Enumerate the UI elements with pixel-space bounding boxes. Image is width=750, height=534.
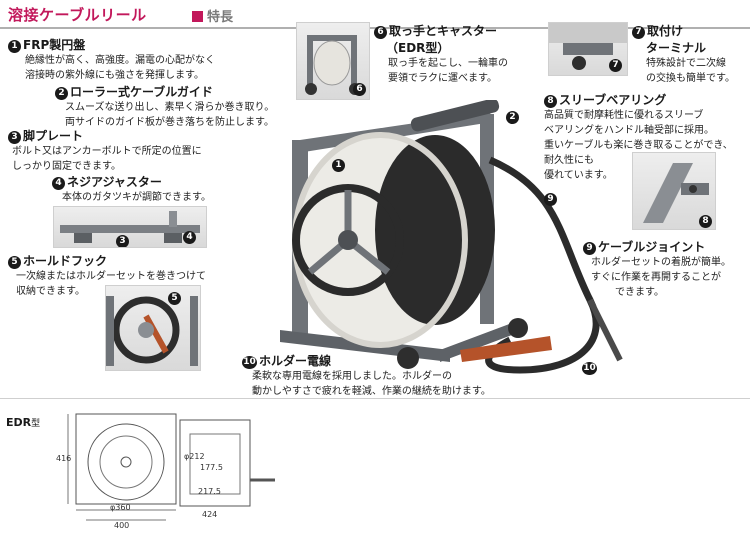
feature-7-desc-line: の交換も簡単です。 [646, 73, 735, 84]
page-title: 溶接ケーブルリール [8, 6, 147, 24]
feature-1-desc-line: 溶接時の紫外線にも強さを発揮します。 [25, 70, 204, 81]
feature-9-desc-line: すぐに作業を再開することが [591, 272, 721, 283]
feature-8-desc-line: 高品質で耐摩耗性に優れるスリーブ [544, 110, 704, 121]
feature-badge: 特長 [192, 6, 233, 25]
feature-number-7: 7 [632, 26, 645, 39]
photo-badge-8: 8 [699, 215, 712, 228]
feature-3-title: 脚プレート [23, 129, 84, 143]
feature-8-desc-line: ベアリングをハンドル軸受部に採用。 [544, 125, 714, 136]
model-name: EDR [6, 416, 32, 429]
feature-5-title: ホールドフック [23, 254, 108, 268]
feature-1-title: FRP製円盤 [23, 38, 86, 52]
feature-10-desc-line: 柔軟な専用電線を採用しました。ホルダーの [252, 371, 452, 382]
dim-d1: 177.5 [200, 463, 223, 472]
feature-number-5: 5 [8, 256, 21, 269]
terminal-photo-art [549, 23, 627, 70]
feature-8-desc-line: 耐久性にも [544, 155, 594, 166]
illustration-badge-2: 2 [506, 111, 519, 124]
product-illustration [280, 100, 623, 374]
sleeve-bearing-photo-art [643, 163, 709, 223]
feature-10-title: ホルダー電線 [259, 354, 332, 368]
feature-number-3: 3 [8, 131, 21, 144]
feature-number-2: 2 [55, 87, 68, 100]
illustration-badge-10: 10 [582, 362, 597, 375]
feature-7-title: 取付け [647, 24, 684, 38]
model-suffix: 型 [31, 419, 41, 429]
feature-6-subtitle: （EDR型） [386, 41, 450, 55]
feature-7-desc-line: 特殊設計で二次線 [646, 58, 726, 69]
dim-dia-front: φ360 [110, 503, 131, 512]
feature-6-desc-line: 要領でラクに運べます。 [388, 73, 497, 84]
feature-9-desc-line: ホルダーセットの着脱が簡単。 [591, 257, 731, 268]
photo-badge-7: 7 [609, 59, 622, 72]
feature-1-desc-line: 絶縁性が高く、高強度。漏電の心配がなく [25, 55, 215, 66]
dim-width: 400 [114, 521, 130, 530]
feature-badge-label: 特長 [207, 10, 234, 25]
hold-hook-photo-art [106, 296, 198, 366]
feature-9-title: ケーブルジョイント [598, 240, 706, 254]
feature-6-desc-line: 取っ手を起こし、一輪車の [388, 58, 508, 69]
photo-handle-caster: 6 [296, 22, 370, 100]
feature-number-1: 1 [8, 40, 21, 53]
feature-2-desc-line: スムーズな送り出し、素早く滑らか巻き取り。 [65, 102, 275, 113]
photo-sleeve-bearing: 8 [632, 152, 716, 230]
feature-number-6: 6 [374, 26, 387, 39]
feature-8-desc-line: 重いケーブルも楽に巻き取ることができ、 [544, 140, 733, 151]
photo-badge-5: 5 [168, 292, 181, 305]
illustration-badge-9: 9 [544, 193, 557, 206]
badge-square-icon [192, 11, 203, 22]
photo-hold-hook: 5 [105, 285, 201, 371]
photo-badge-4: 4 [183, 231, 196, 244]
model-label: EDR型 [6, 416, 40, 429]
feature-5-desc-line: 収納できます。 [16, 286, 85, 297]
feature-9-desc-line: できます。 [615, 287, 664, 298]
feature-2-desc-line: 両サイドのガイド板が巻き落ちを防止します。 [65, 117, 274, 128]
feature-10-desc-line: 動かしやすさで疲れを軽減、作業の継続を助けます。 [252, 386, 491, 397]
dim-height: 416 [56, 454, 72, 463]
feature-7-title-2: ターミナル [646, 41, 707, 55]
feature-number-10: 10 [242, 356, 257, 369]
feature-3-desc-line: ボルト又はアンカーボルトで所定の位置に [12, 146, 202, 157]
photo-badge-3: 3 [116, 235, 129, 247]
photo-adjuster: 3 4 [53, 206, 207, 248]
feature-5-desc-line: 一次線またはホルダーセットを巻きつけて [16, 271, 206, 282]
feature-4-title: ネジアジャスター [67, 175, 162, 189]
section-divider [0, 398, 750, 399]
feature-number-4: 4 [52, 177, 65, 190]
photo-badge-6: 6 [353, 83, 366, 96]
feature-4-desc-line: 本体のガタツキが調節できます。 [62, 192, 211, 203]
dim-depth: 424 [202, 510, 218, 519]
feature-number-8: 8 [544, 95, 557, 108]
feature-number-9: 9 [583, 242, 596, 255]
front-drawing [67, 413, 275, 521]
dim-d2: 217.5 [198, 487, 221, 496]
illustration-badge-1: 1 [332, 159, 345, 172]
photo-terminal: 7 [548, 22, 628, 76]
feature-8-title: スリーブベアリング [559, 93, 667, 107]
adjuster-photo-art [60, 211, 200, 243]
feature-3-desc-line: しっかり固定できます。 [12, 161, 121, 172]
feature-2-title: ローラー式ケーブルガイド [70, 85, 213, 99]
feature-6-title: 取っ手とキャスター [389, 24, 498, 38]
dim-dia-side: φ212 [184, 452, 205, 461]
feature-8-desc-line: 優れています。 [544, 170, 613, 181]
